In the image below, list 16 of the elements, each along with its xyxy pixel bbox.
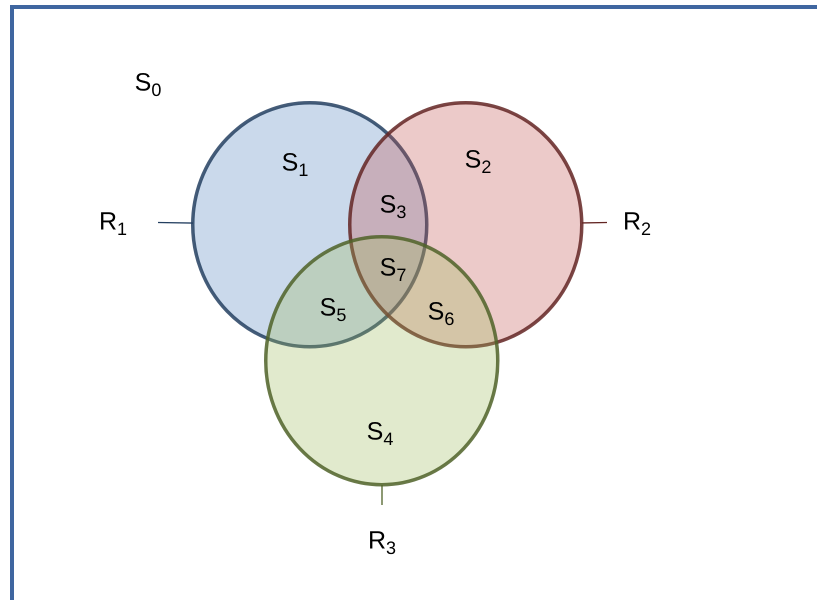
region-label: S$_{7}$ xyxy=(380,256,406,280)
region-label: S$_{4}$ xyxy=(366,420,394,444)
set-name: R$_{2}$ xyxy=(622,210,652,234)
region-label: S$_{2}$ xyxy=(464,148,492,172)
region-label: S$_{5}$ xyxy=(320,296,346,320)
region-label: S$_{6}$ xyxy=(428,300,454,324)
set-name: R$_{3}$ xyxy=(368,528,396,554)
region-label: S$_{0}$ xyxy=(134,70,162,96)
frame-border xyxy=(10,5,817,600)
region-label: S$_{1}$ xyxy=(282,150,308,176)
leader-line xyxy=(582,222,608,224)
set-name: R$_{1}$ xyxy=(98,210,128,234)
set-circle xyxy=(264,235,500,487)
leader-line xyxy=(158,222,194,224)
region-label: S$_{3}$ xyxy=(380,192,406,218)
leader-line xyxy=(381,485,383,505)
